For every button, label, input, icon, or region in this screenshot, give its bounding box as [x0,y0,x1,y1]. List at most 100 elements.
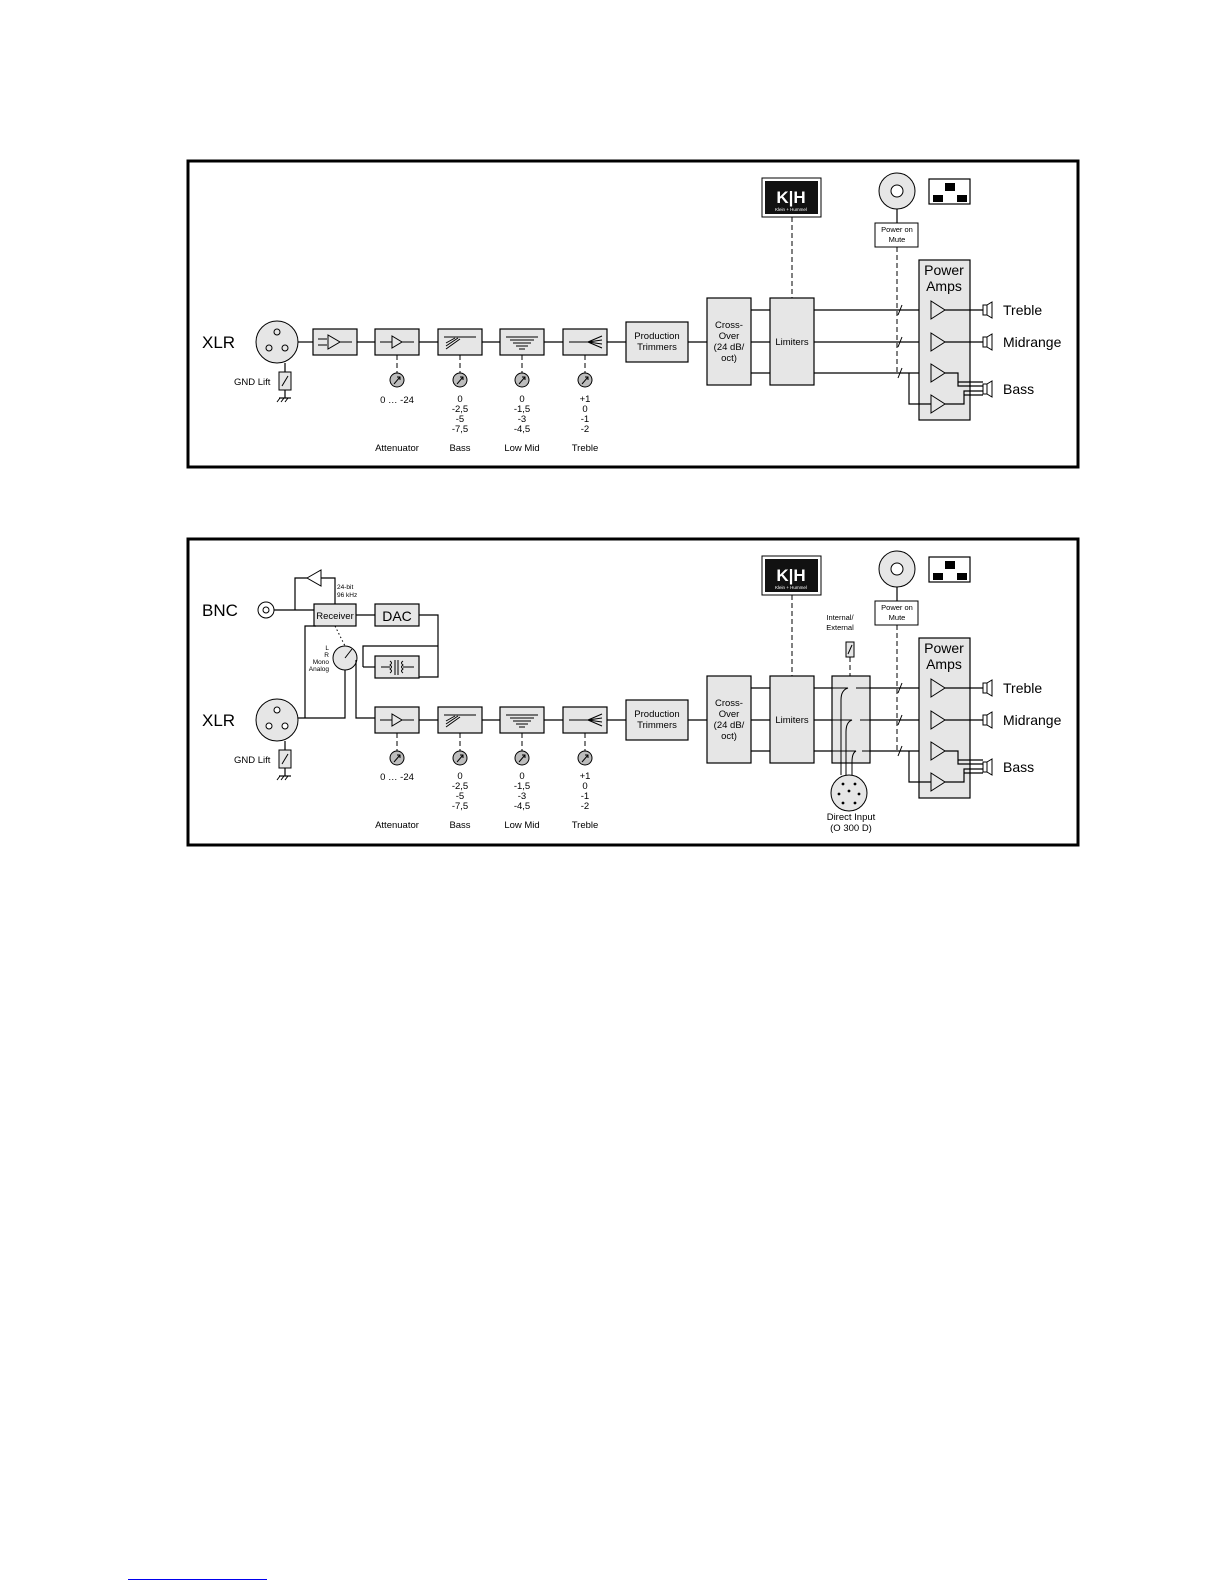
bass-value: -7,5 [452,424,468,435]
low-mid-filter-block [499,328,545,356]
attenuator-knob-icon[interactable] [389,372,405,388]
shelf-filter-icon [444,336,476,350]
low-mid-value: -3 [518,414,526,425]
limiters-label: Limiters [775,337,809,348]
kh-logo: K|H Klein + Hummel [761,177,822,218]
kh-logo-letters: K|H [776,188,805,207]
attenuator-label: Attenuator [375,820,419,831]
bass-filter-block [437,328,483,356]
attenuator-range: 0 … -24 [380,772,414,783]
xlr-connector-icon [255,698,299,742]
crossover-label: Over [719,709,740,720]
low-mid-value: -1,5 [514,781,530,792]
xlr-label: XLR [202,711,235,730]
treble-shelf-icon [569,335,603,349]
attenuator-label: Attenuator [375,443,419,454]
power-on-mute-label: Mute [889,613,906,622]
power-amps-label: Amps [926,278,962,294]
kh-logo: K|H Klein + Hummel [761,555,822,596]
diagram-1-frame [186,159,1080,469]
limiters-label: Limiters [775,715,809,726]
treble-label: Treble [572,820,599,831]
power-amps-label: Amps [926,656,962,672]
dac-label: DAC [382,608,412,624]
bass-value: -2,5 [452,781,468,792]
mains-socket-icon [928,178,971,205]
selector-option: Mono [313,659,330,666]
low-mid-value: -3 [518,791,526,802]
bass-speaker-icon [982,380,993,398]
power-on-mute-label: Power on [881,603,913,612]
low-mid-value: -4,5 [514,801,530,812]
midrange-speaker-icon [982,333,993,351]
kh-logo-letters: K|H [776,566,805,585]
treble-shelf-icon [569,713,603,727]
low-mid-value: 0 [519,771,524,782]
bass-knob-icon[interactable] [452,750,468,766]
bass-knob-icon[interactable] [452,372,468,388]
power-switch-icon[interactable] [878,172,916,210]
selector-option: L [325,645,329,652]
power-on-mute-label: Mute [889,235,906,244]
kh-logo-subtitle: Klein + Hummel [775,207,807,212]
selector-option: Analog [309,666,330,673]
peak-filter-icon [506,714,538,728]
footnote-rule [128,1579,267,1580]
internal-external-switch-icon[interactable] [845,641,855,658]
power-amps-block [918,259,971,421]
bass-value: 0 [457,394,462,405]
treble-knob-icon[interactable] [577,750,593,766]
treble-speaker-icon [982,301,993,319]
treble-label: Treble [572,443,599,454]
power-amps-block [918,637,971,799]
gnd-lift-switch-icon [276,363,292,403]
direct-input-model: (O 300 D) [830,823,872,834]
power-amps-label: Power [924,262,964,278]
treble-knob-icon[interactable] [577,372,593,388]
bnc-label: BNC [202,601,238,620]
shelf-filter-icon [444,714,476,728]
bass-output-label: Bass [1003,381,1034,397]
crossover-label: Cross- [715,698,743,709]
gnd-lift-switch-icon [276,741,292,781]
direct-input-label: Direct Input [827,812,876,823]
power-amps-label: Power [924,640,964,656]
gnd-lift-label: GND Lift [234,377,271,388]
production-trimmers-label: Production [634,331,679,342]
bass-value: -5 [456,414,464,425]
treble-value: -1 [581,414,589,425]
midrange-speaker-icon [982,711,993,729]
treble-value: 0 [582,781,587,792]
crossover-label: Cross- [715,320,743,331]
low-mid-filter-block [499,706,545,734]
internal-external-label: External [826,623,854,632]
treble-value: -2 [581,424,589,435]
low-mid-knob-icon[interactable] [514,372,530,388]
low-mid-knob-icon[interactable] [514,750,530,766]
bass-filter-block [437,706,483,734]
power-on-mute-label: Power on [881,225,913,234]
input-selector-switch-icon[interactable] [332,645,358,671]
power-switch-icon[interactable] [878,550,916,588]
gnd-lift-label: GND Lift [234,755,271,766]
digital-out-amp-icon [305,569,322,587]
attenuator-range: 0 … -24 [380,395,414,406]
diagram-1: XLR GND Lift [186,159,1080,469]
selector-option: R [324,652,329,659]
production-trimmers-block [625,699,689,741]
differential-amp-icon [318,334,352,350]
midrange-output-label: Midrange [1003,334,1062,350]
bass-label: Bass [449,820,470,831]
production-trimmers-label: Production [634,709,679,720]
production-trimmers-label: Trimmers [637,720,677,731]
low-mid-value: -1,5 [514,404,530,415]
low-mid-value: -4,5 [514,424,530,435]
production-trimmers-block [625,321,689,363]
bass-value: -2,5 [452,404,468,415]
treble-value: -2 [581,801,589,812]
production-trimmers-label: Trimmers [637,342,677,353]
digital-format-label: 96 kHz [337,592,357,599]
power-on-mute-block [874,600,919,626]
attenuator-knob-icon[interactable] [389,750,405,766]
